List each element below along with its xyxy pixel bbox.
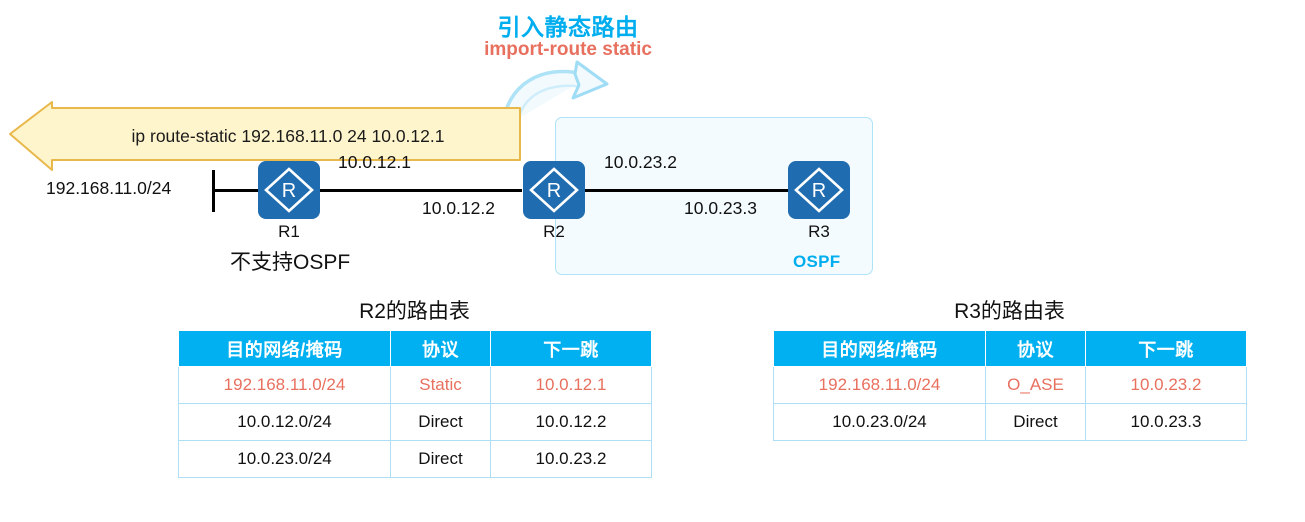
table-row: 192.168.11.0/24 Static 10.0.12.1 (178, 366, 652, 404)
router-r2-icon[interactable]: R (523, 161, 585, 219)
cell-nexthop: 10.0.12.2 (490, 403, 652, 441)
column-header-protocol: 协议 (985, 330, 1086, 367)
cell-protocol: Direct (390, 403, 491, 441)
column-header-nexthop: 下一跳 (490, 330, 652, 367)
column-header-protocol: 协议 (390, 330, 491, 367)
link-r1-r2 (318, 189, 522, 192)
cell-destination: 10.0.23.0/24 (773, 403, 986, 441)
title-chinese: 引入静态路由 (497, 14, 639, 40)
svg-text:R: R (547, 180, 561, 202)
lan-network-label: 192.168.11.0/24 (46, 178, 172, 198)
route-table-title-r2: R2的路由表 (359, 300, 470, 323)
cell-destination: 10.0.23.0/24 (178, 440, 391, 478)
cell-destination: 10.0.12.0/24 (178, 403, 391, 441)
title-english: import-route static (484, 39, 652, 60)
link-lan-r1 (212, 189, 258, 192)
route-table-r2: 目的网络/掩码 协议 下一跳 192.168.11.0/24 Static 10… (178, 330, 652, 478)
static-route-command-text: ip route-static 192.168.11.0 24 10.0.12.… (131, 126, 445, 146)
svg-text:R: R (812, 180, 826, 202)
router-r3-icon[interactable]: R (788, 161, 850, 219)
table-row: 192.168.11.0/24 O_ASE 10.0.23.2 (773, 366, 1247, 404)
table-header-row: 目的网络/掩码 协议 下一跳 (773, 330, 1247, 367)
static-route-command-banner (9, 101, 521, 171)
router-r2-label: R2 (543, 222, 565, 241)
router-r1-icon[interactable]: R (258, 161, 320, 219)
column-header-destination: 目的网络/掩码 (773, 330, 986, 367)
route-table-title-r3: R3的路由表 (954, 300, 1065, 323)
router-r1-label: R1 (278, 222, 300, 241)
column-header-destination: 目的网络/掩码 (178, 330, 391, 367)
route-table-r3: 目的网络/掩码 协议 下一跳 192.168.11.0/24 O_ASE 10.… (773, 330, 1247, 441)
table-row: 10.0.23.0/24 Direct 10.0.23.2 (178, 440, 652, 478)
link-r2-r3 (585, 189, 788, 192)
cell-nexthop: 10.0.23.2 (490, 440, 652, 478)
svg-text:R: R (282, 180, 296, 202)
cell-nexthop: 10.0.23.3 (1085, 403, 1247, 441)
cell-destination: 192.168.11.0/24 (178, 366, 391, 404)
title-english-wrap: import-route static (408, 39, 728, 61)
table-row: 10.0.12.0/24 Direct 10.0.12.2 (178, 403, 652, 441)
table-row: 10.0.23.0/24 Direct 10.0.23.3 (773, 403, 1247, 441)
interface-label-r2-r3: 10.0.23.2 (604, 152, 677, 172)
router-r3-label: R3 (808, 222, 830, 241)
title-chinese-wrap: 引入静态路由 (408, 8, 728, 42)
cell-nexthop: 10.0.23.2 (1085, 366, 1247, 404)
table-header-row: 目的网络/掩码 协议 下一跳 (178, 330, 652, 367)
interface-label-r3-r2: 10.0.23.3 (684, 198, 757, 218)
interface-label-r2-r1: 10.0.12.2 (422, 198, 495, 218)
interface-label-r1-r2: 10.0.12.1 (338, 152, 411, 172)
cell-protocol: Static (390, 366, 491, 404)
ospf-area-label: OSPF (793, 252, 841, 271)
cell-nexthop: 10.0.12.1 (490, 366, 652, 404)
cell-protocol: Direct (985, 403, 1086, 441)
cell-destination: 192.168.11.0/24 (773, 366, 986, 404)
cell-protocol: Direct (390, 440, 491, 478)
r1-ospf-note: 不支持OSPF (230, 251, 351, 274)
cell-protocol: O_ASE (985, 366, 1086, 404)
column-header-nexthop: 下一跳 (1085, 330, 1247, 367)
